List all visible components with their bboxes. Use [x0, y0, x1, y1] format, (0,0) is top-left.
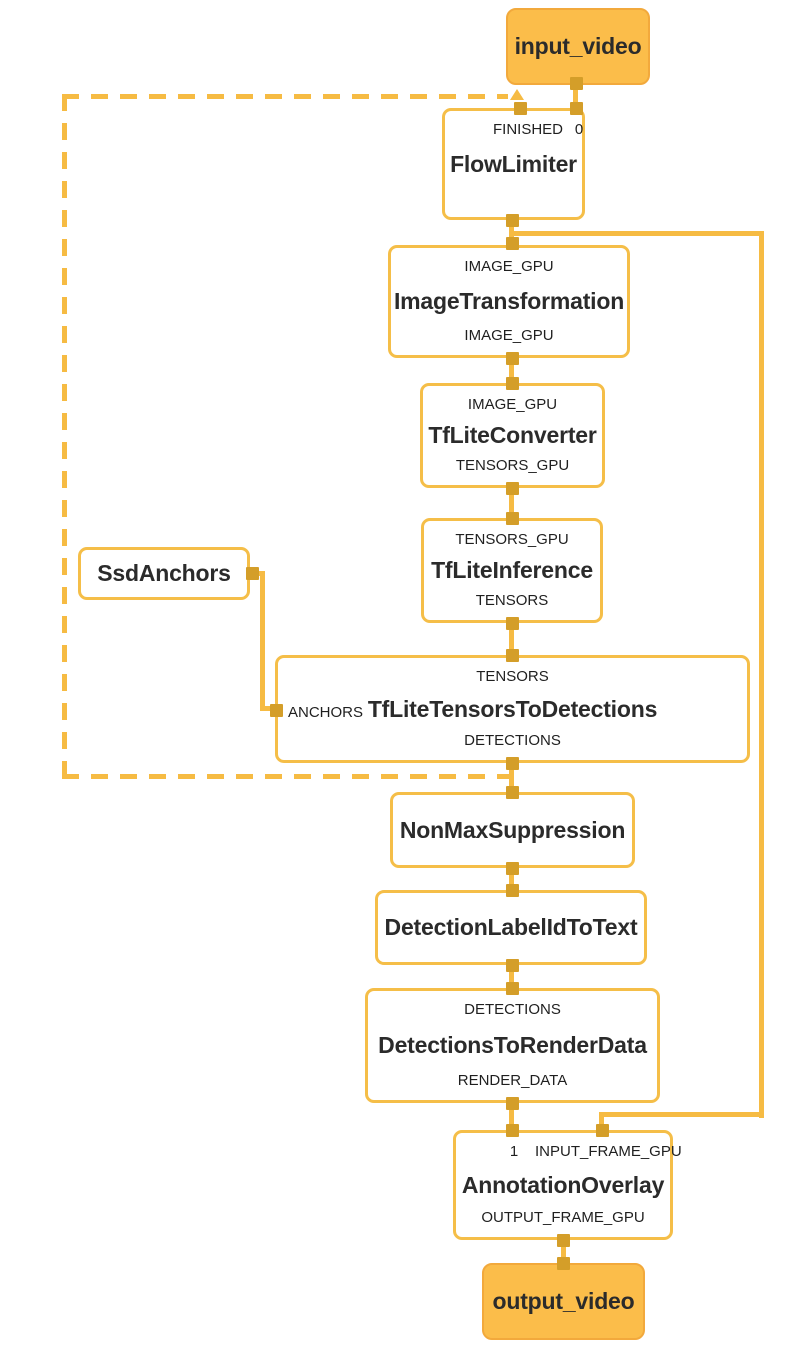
node-title: TfLiteConverter	[428, 422, 597, 448]
port-nonmaxsuppression-out	[506, 862, 519, 875]
node-detectionstorenderdata[interactable]: DETECTIONS DetectionsToRenderData RENDER…	[365, 988, 660, 1103]
edge-detectionstorenderdata-to-annotationoverlay	[509, 1103, 514, 1131]
edge-tfliteinference-to-tensorstodetections	[509, 623, 514, 656]
edge-nonmaxsuppression-to-detectionlabelidtotext	[509, 868, 514, 891]
port-ssdanchors-out	[246, 567, 259, 580]
node-title: TfLiteInference	[431, 557, 593, 583]
port-label-finished: FINISHED	[492, 121, 563, 138]
node-title: SsdAnchors	[97, 560, 231, 586]
node-title: NonMaxSuppression	[399, 816, 626, 843]
edge-inputvideo-to-flowlimiter	[573, 83, 578, 110]
port-annotationoverlay-1	[506, 1124, 519, 1137]
port-flowlimiter-0	[570, 102, 583, 115]
port-detectionstorenderdata-in	[506, 982, 519, 995]
port-label-output-frame-gpu: OUTPUT_FRAME_GPU	[481, 1209, 645, 1226]
port-label-1: 1	[509, 1143, 519, 1160]
port-label-tensors-in: TENSORS	[476, 668, 549, 685]
edge-backedge-left	[62, 94, 67, 779]
port-flowlimiter-out	[506, 214, 519, 227]
edge-backedge-top	[62, 94, 508, 99]
port-tensorstodetections-anchors	[270, 704, 283, 717]
node-title: DetectionLabelIdToText	[384, 914, 638, 940]
port-tensorstodetections-in	[506, 649, 519, 662]
terminal-input-video[interactable]: input_video	[506, 8, 650, 85]
port-label-tensors-gpu-in: TENSORS_GPU	[455, 531, 569, 548]
edge-branch-right-top	[511, 231, 761, 236]
port-label-tensors-gpu-out: TENSORS_GPU	[455, 457, 570, 474]
node-title: FlowLimiter	[450, 150, 577, 177]
node-title: ImageTransformation	[393, 288, 625, 314]
node-title: TfLiteTensorsToDetections	[367, 695, 658, 722]
port-label-image-gpu-in: IMAGE_GPU	[467, 396, 558, 413]
terminal-label: input_video	[514, 33, 642, 59]
port-tfliteinference-in	[506, 512, 519, 525]
port-detectionstorenderdata-out	[506, 1097, 519, 1110]
port-tfliteinference-out	[506, 617, 519, 630]
edge-tfliteconverter-to-tfliteinference	[509, 488, 514, 519]
node-flowlimiter[interactable]: FINISHED 0 FlowLimiter	[442, 108, 585, 220]
port-tfliteconverter-in	[506, 377, 519, 390]
port-flowlimiter-finished	[514, 102, 527, 115]
port-detectionlabelidtotext-in	[506, 884, 519, 897]
edge-ssdanchors-vertical	[260, 571, 265, 711]
port-label-anchors: ANCHORS	[288, 704, 364, 721]
node-ssdanchors[interactable]: SsdAnchors	[78, 547, 250, 600]
port-label-tensors-out: TENSORS	[475, 592, 549, 609]
node-annotationoverlay[interactable]: 1 INPUT_FRAME_GPU AnnotationOverlay OUTP…	[453, 1130, 682, 1240]
port-label-detections-in: DETECTIONS	[464, 1001, 561, 1018]
edge-backedge-bottom	[62, 774, 509, 779]
node-tflitetensorstodetections[interactable]: TENSORS ANCHORS TfLiteTensorsToDetection…	[275, 655, 750, 763]
port-label-input-frame-gpu: INPUT_FRAME_GPU	[535, 1143, 682, 1160]
port-inputvideo-out	[570, 77, 583, 90]
edge-detectionlabelidtotext-to-detectionstorenderdata	[509, 965, 514, 989]
node-title: DetectionsToRenderData	[378, 1032, 647, 1058]
node-title: AnnotationOverlay	[461, 1171, 665, 1198]
port-tensorstodetections-out	[506, 757, 519, 770]
node-nonmaxsuppression[interactable]: NonMaxSuppression	[390, 792, 635, 868]
edge-annotationoverlay-to-outputvideo	[561, 1240, 566, 1264]
port-label-detections-out: DETECTIONS	[464, 732, 561, 749]
edge-tensorstodetections-to-nonmaxsuppression	[509, 763, 514, 793]
edge-branch-right-bottom	[600, 1112, 762, 1117]
port-imagetransformation-in	[506, 237, 519, 250]
node-tfliteinference[interactable]: TENSORS_GPU TfLiteInference TENSORS	[421, 518, 603, 623]
port-label-image-gpu-in: IMAGE_GPU	[464, 258, 554, 275]
port-nonmaxsuppression-in	[506, 786, 519, 799]
port-annotationoverlay-inputframegpu	[596, 1124, 609, 1137]
node-imagetransformation[interactable]: IMAGE_GPU ImageTransformation IMAGE_GPU	[388, 245, 630, 358]
edge-ssdanchors-to-anchors	[260, 706, 275, 711]
port-imagetransformation-out	[506, 352, 519, 365]
port-label-image-gpu-out: IMAGE_GPU	[464, 327, 554, 344]
node-tfliteconverter[interactable]: IMAGE_GPU TfLiteConverter TENSORS_GPU	[420, 383, 605, 488]
port-annotationoverlay-out	[557, 1234, 570, 1247]
edge-branch-right-vertical	[759, 231, 764, 1118]
node-detectionlabelidtotext[interactable]: DetectionLabelIdToText	[375, 890, 647, 965]
edge-imagetransformation-to-tfliteconverter	[509, 358, 514, 384]
port-detectionlabelidtotext-out	[506, 959, 519, 972]
edge-branch-to-inputframegpu	[599, 1112, 604, 1131]
backedge-arrowhead-icon	[510, 89, 524, 100]
port-outputvideo-in	[557, 1257, 570, 1270]
terminal-label: output_video	[492, 1288, 635, 1314]
terminal-output-video[interactable]: output_video	[482, 1263, 645, 1340]
port-label-render-data-out: RENDER_DATA	[457, 1072, 568, 1089]
port-label-0: 0	[574, 121, 584, 138]
port-tfliteconverter-out	[506, 482, 519, 495]
